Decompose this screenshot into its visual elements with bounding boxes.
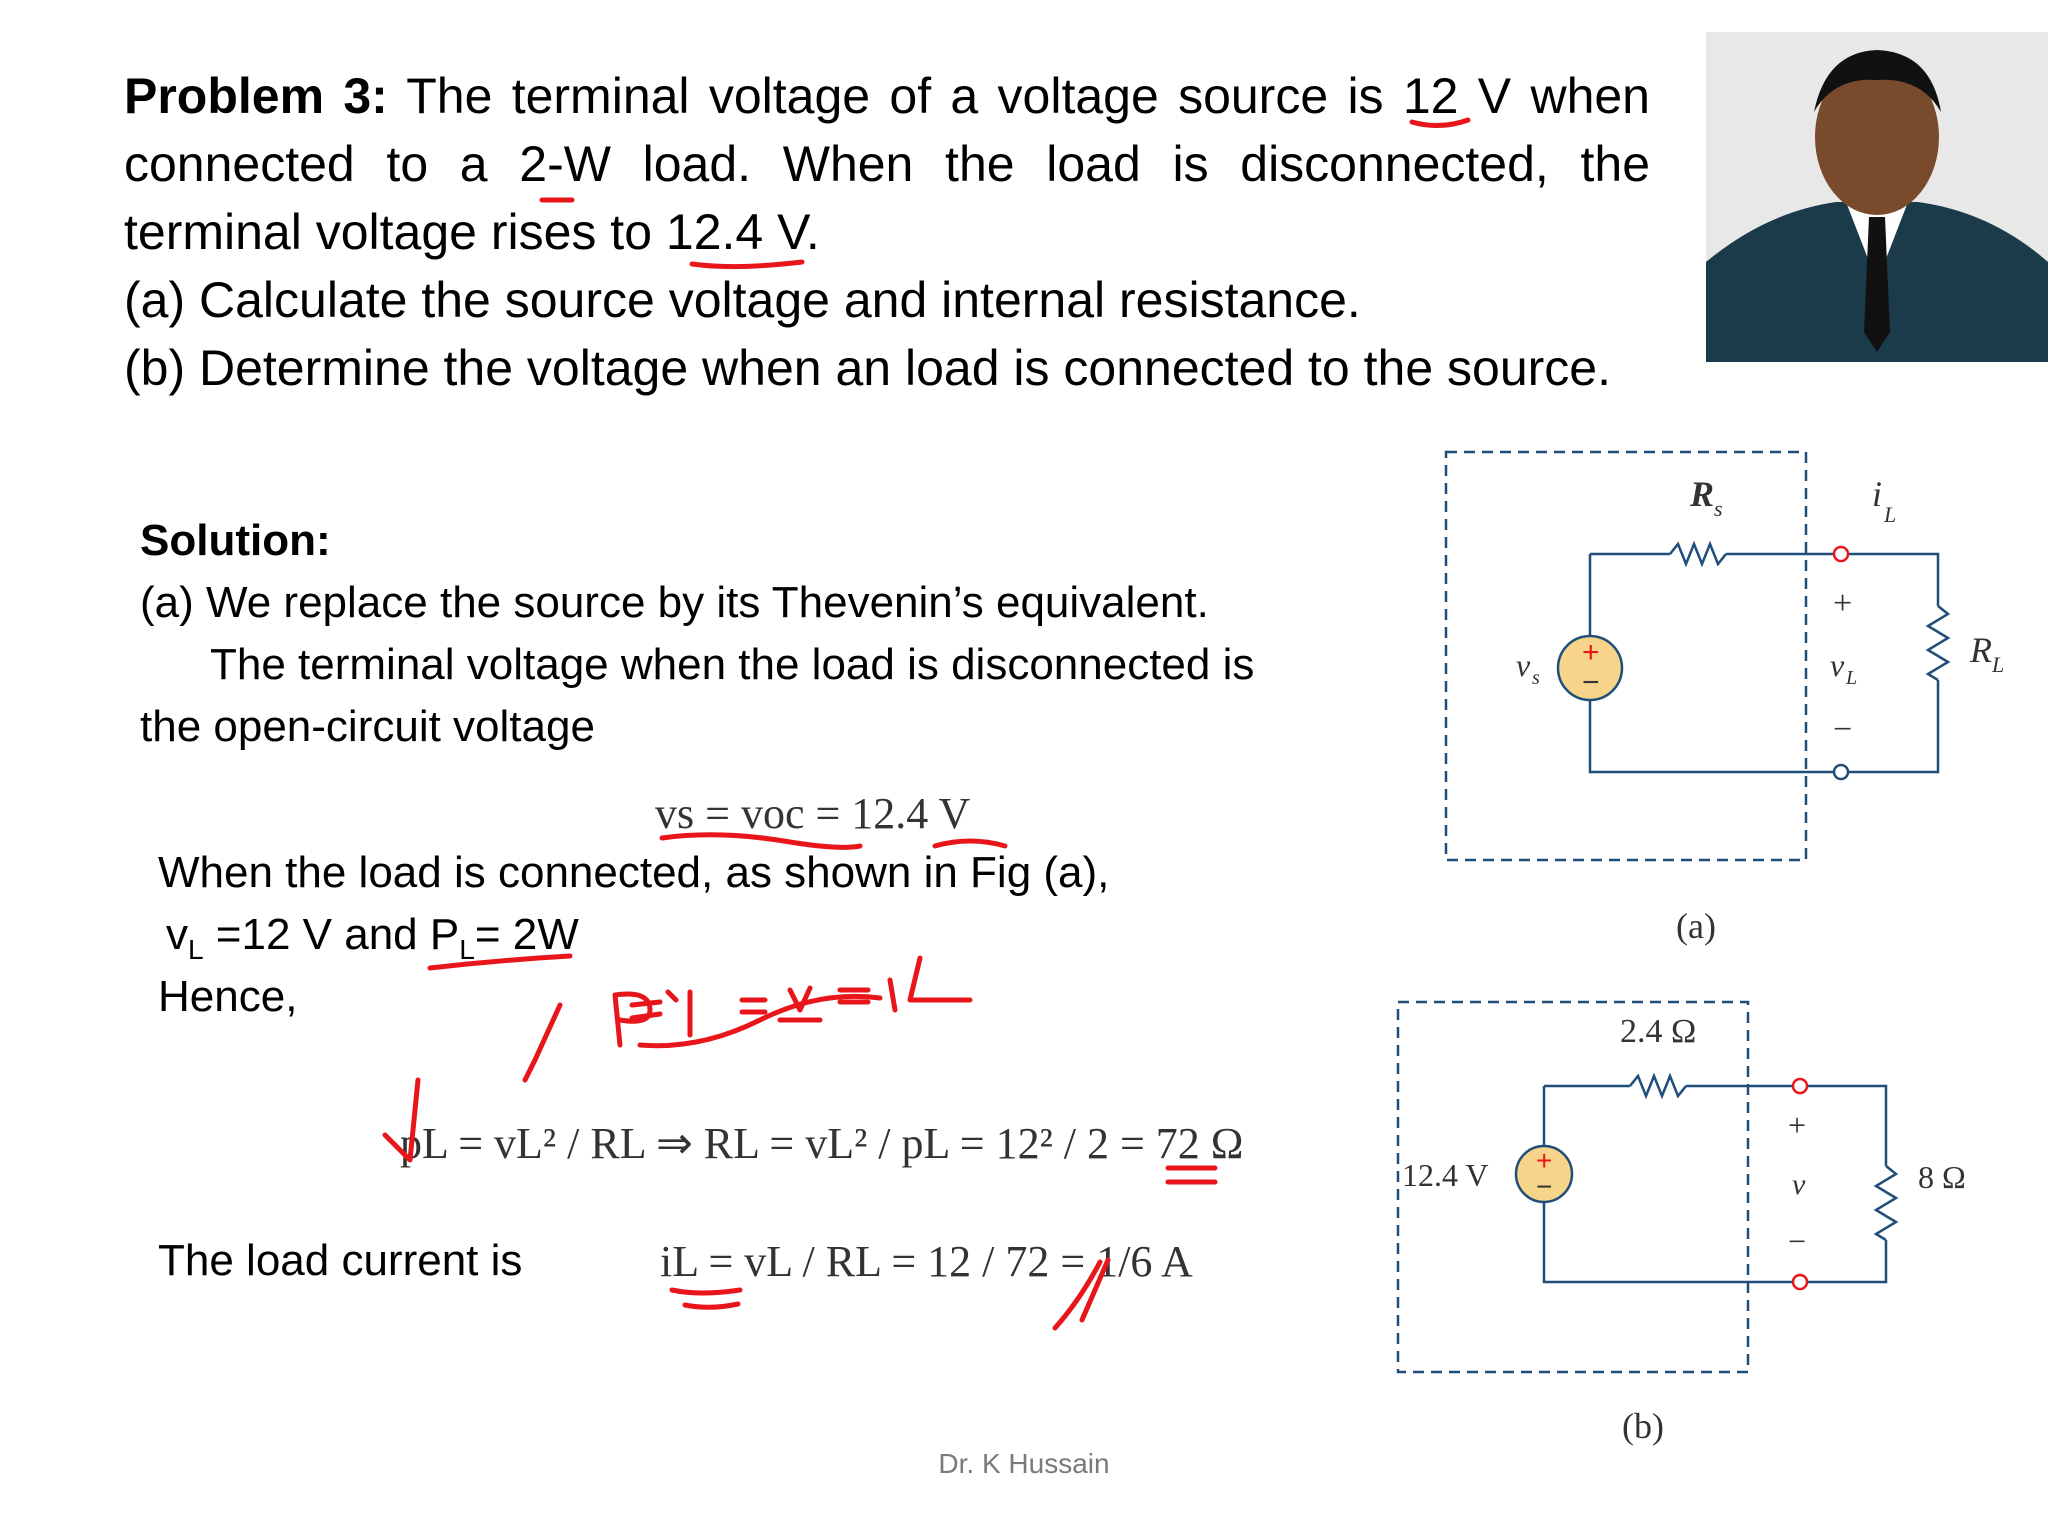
- presenter-photo-art: [1706, 32, 2048, 362]
- underline-12v: [1409, 117, 1471, 128]
- equation-il: iL = vL / RL = 12 / 72 = 1/6 A: [660, 1237, 1193, 1286]
- source-b-plus: +: [1536, 1145, 1552, 1176]
- solution-heading: Solution:: [140, 516, 331, 565]
- solution-a-line3: the open-circuit voltage: [140, 702, 595, 751]
- source-b-minus: −: [1536, 1171, 1552, 1202]
- voltage-source-a: [1556, 634, 1624, 702]
- circuit-b-diagram: + − 2.4 Ω 12.4 V + v − 8 Ω (b): [1396, 1000, 1966, 1446]
- load-current-text: The load current is: [158, 1236, 523, 1285]
- solution-a-line1: (a) We replace the source by its Theveni…: [140, 578, 1209, 627]
- source-a-minus: −: [1582, 666, 1600, 699]
- given-values: vL =12 V and PL= 2W: [166, 910, 579, 966]
- label-plus-b: +: [1788, 1107, 1806, 1143]
- problem-text: The terminal voltage of a voltage source…: [124, 68, 1650, 260]
- checkmark-2: [382, 1077, 421, 1163]
- label-vl-sub: L: [1845, 667, 1857, 689]
- label-rl: R: [1969, 630, 1992, 670]
- label-vs: v: [1516, 647, 1531, 683]
- label-r-internal: 2.4 Ω: [1620, 1013, 1696, 1050]
- circuit-a-wires: [1588, 540, 1951, 774]
- vl-value: =12 V and P: [203, 910, 460, 959]
- underline-12-4v-eq: [932, 838, 1008, 849]
- circuit-a-box: [1444, 450, 1808, 862]
- label-r-load: 8 Ω: [1918, 1159, 1966, 1195]
- hence-text: Hence,: [158, 972, 298, 1021]
- label-rs-sub: s: [1714, 496, 1723, 521]
- terminal-top-a: [1832, 545, 1850, 563]
- problem-label: Problem 3:: [124, 68, 388, 124]
- underline-12-4v: [689, 259, 805, 270]
- checkmark-1: [522, 1002, 563, 1083]
- handwritten-power-formula: [612, 955, 973, 1048]
- presenter-photo: [1706, 32, 2048, 362]
- checkmark-answer: [1052, 1257, 1111, 1331]
- underline-pl-2w: [427, 953, 573, 971]
- footer-author: Dr. K Hussain: [938, 1448, 1110, 1479]
- when-connected-text: When the load is connected, as shown in …: [158, 848, 1110, 897]
- label-il-sub: L: [1883, 502, 1896, 527]
- label-vs-sub: s: [1532, 667, 1540, 689]
- label-plus-a: +: [1833, 585, 1852, 622]
- problem-part-a: (a) Calculate the source voltage and int…: [124, 272, 1361, 328]
- voltage-source-b: [1514, 1144, 1574, 1204]
- terminal-bottom-b: [1791, 1273, 1809, 1291]
- vl-symbol: v: [166, 910, 188, 959]
- caption-b: (b): [1622, 1406, 1664, 1446]
- equation-pl: pL = vL² / RL ⇒ RL = vL² / pL = 12² / 2 …: [400, 1119, 1244, 1168]
- label-minus-b: −: [1788, 1223, 1806, 1259]
- pl-subscript: L: [459, 934, 475, 965]
- label-vl: v: [1830, 647, 1845, 683]
- terminal-top-b: [1791, 1077, 1809, 1095]
- vl-subscript: L: [188, 934, 204, 965]
- circuit-a-diagram: + − R s i L v s + v L − R L (a): [1444, 450, 2004, 946]
- terminal-bottom-a: [1832, 763, 1850, 781]
- underline-il: [669, 1287, 743, 1310]
- label-rl-sub: L: [1991, 652, 2004, 677]
- underline-72-ohm: [1165, 1165, 1218, 1185]
- pl-value: = 2W: [474, 910, 579, 959]
- circuit-b-wires: [1542, 1072, 1899, 1284]
- problem-part-b: (b) Determine the voltage when an load i…: [124, 340, 1611, 396]
- label-source-voltage: 12.4 V: [1402, 1157, 1489, 1193]
- label-rs: R: [1689, 474, 1714, 514]
- label-il: i: [1872, 474, 1882, 514]
- equation-voc: vs = voc = 12.4 V: [655, 789, 971, 838]
- label-v: v: [1792, 1168, 1806, 1201]
- label-minus-a: −: [1833, 711, 1852, 748]
- solution-a-line2: The terminal voltage when the load is di…: [210, 640, 1255, 689]
- caption-a: (a): [1676, 906, 1716, 946]
- underline-vs-voc: [659, 832, 863, 850]
- solution-block: Solution: (a) We replace the source by i…: [140, 510, 1360, 758]
- source-a-plus: +: [1582, 636, 1600, 669]
- problem-statement: Problem 3: The terminal voltage of a vol…: [124, 62, 1650, 402]
- handwritten-connector: [637, 993, 883, 1049]
